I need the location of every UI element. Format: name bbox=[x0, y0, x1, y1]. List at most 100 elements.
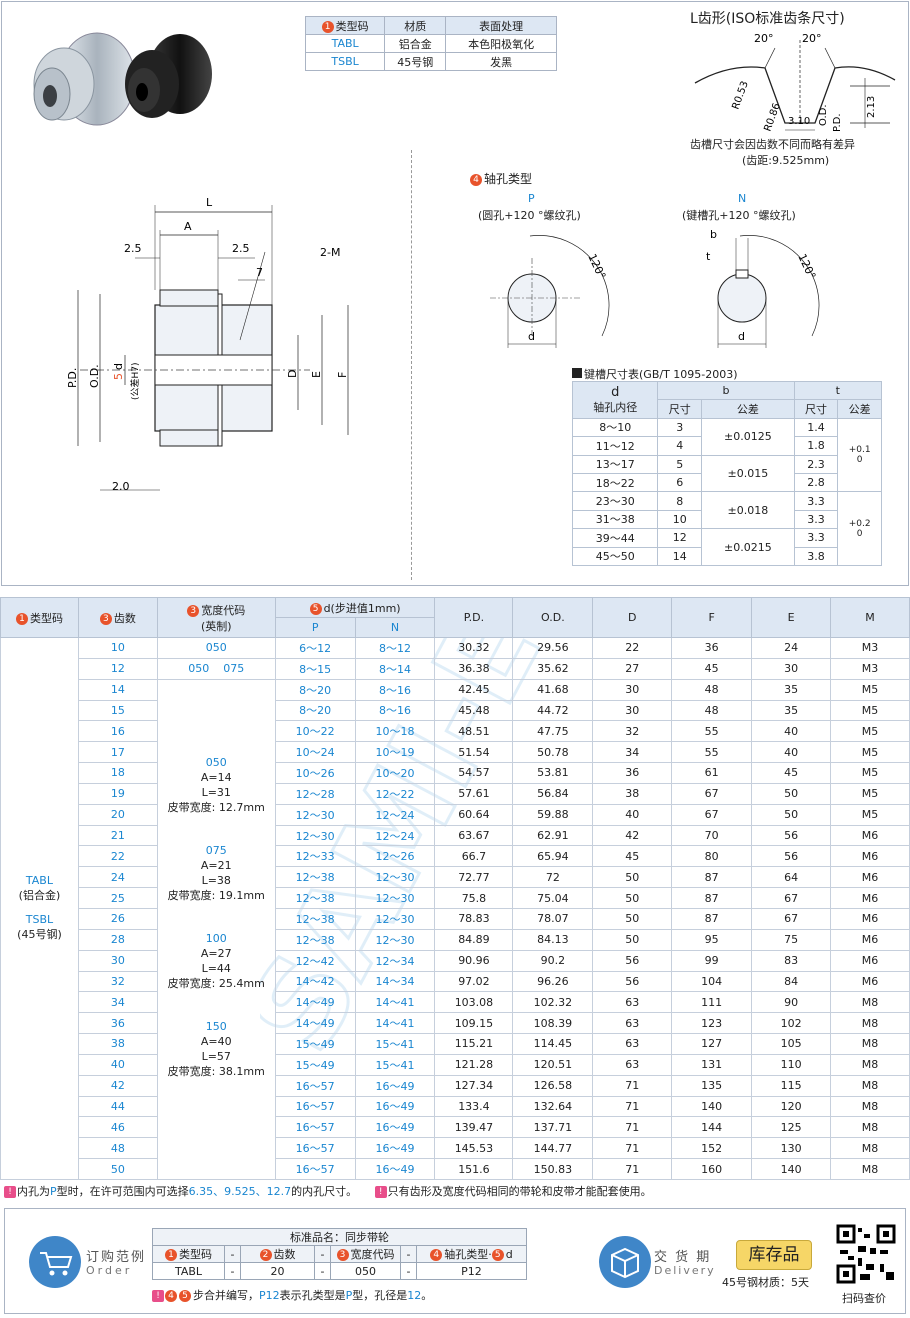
key-h-t: t bbox=[793, 380, 883, 401]
spec-cell: 84.89 bbox=[434, 928, 514, 951]
spec-cell: 127.34 bbox=[434, 1074, 514, 1097]
spec-cell: 30 bbox=[592, 699, 673, 722]
spec-cell: 71 bbox=[592, 1095, 673, 1118]
spec-cell: 8～20 bbox=[274, 699, 356, 722]
spec-cell: 10～19 bbox=[354, 741, 436, 764]
spec-cell: 12～30 bbox=[354, 866, 436, 889]
spec-cell: 63 bbox=[592, 1053, 673, 1076]
notes: !内孔为P型时，在许可范围内可选择6.35、9.525、12.7的内孔尺寸。 !… bbox=[4, 1183, 652, 1199]
key-btol: ±0.0215 bbox=[701, 528, 795, 566]
spec-cell: 150.83 bbox=[512, 1158, 594, 1180]
aluminum-pulley-photo bbox=[33, 32, 136, 126]
spec-cell: 16～57 bbox=[274, 1095, 356, 1118]
teeth-cell: 42 bbox=[77, 1074, 158, 1097]
teeth-cell: 17 bbox=[77, 741, 158, 764]
key-btol: ±0.018 bbox=[701, 491, 795, 530]
spec-cell: M8 bbox=[830, 1012, 910, 1035]
key-btol: ±0.015 bbox=[701, 454, 795, 493]
spec-cell: 40 bbox=[751, 720, 832, 743]
spec-cell: 30 bbox=[592, 678, 673, 701]
angle-label-1: 20° bbox=[754, 32, 774, 45]
spec-cell: 145.53 bbox=[434, 1137, 514, 1160]
key-d: 45～50 bbox=[571, 546, 659, 566]
order-v2: 20 bbox=[240, 1262, 315, 1280]
order-dash: - bbox=[224, 1262, 241, 1280]
spec-cell: 34 bbox=[592, 741, 673, 764]
spec-cell: 42 bbox=[592, 824, 673, 847]
spec-cell: 50 bbox=[592, 866, 673, 889]
spec-cell: 42.45 bbox=[434, 678, 514, 701]
spec-cell: 16～49 bbox=[354, 1137, 436, 1160]
teeth-cell: 50 bbox=[77, 1158, 158, 1180]
spec-cell: M6 bbox=[830, 970, 910, 993]
order-dash: - bbox=[314, 1262, 331, 1280]
spec-cell: 12～38 bbox=[274, 866, 356, 889]
spec-cell: 29.56 bbox=[512, 637, 594, 659]
bore-n-angle: 120° bbox=[795, 252, 818, 282]
key-b: 14 bbox=[657, 546, 703, 566]
bore-p-code: P bbox=[528, 192, 535, 205]
spec-cell: 108.39 bbox=[512, 1012, 594, 1035]
h-E: E bbox=[751, 597, 832, 638]
spec-cell: 63 bbox=[592, 1033, 673, 1055]
spec-cell: 14～49 bbox=[274, 991, 356, 1014]
spec-cell: 6～12 bbox=[274, 637, 356, 659]
spec-cell: M6 bbox=[830, 907, 910, 930]
mat-cell: 45号钢 bbox=[384, 52, 447, 71]
spec-cell: 139.47 bbox=[434, 1116, 514, 1139]
spec-cell: 96.26 bbox=[512, 970, 594, 993]
bore-n-code: N bbox=[738, 192, 747, 205]
key-ttol: +0.1 0 bbox=[837, 417, 882, 493]
spec-cell: 97.02 bbox=[434, 970, 514, 993]
spec-cell: 22 bbox=[592, 637, 673, 659]
key-d: 39～44 bbox=[571, 528, 659, 548]
spec-cell: 16～49 bbox=[354, 1158, 436, 1180]
spec-cell: M5 bbox=[830, 699, 910, 722]
spec-cell: 14～41 bbox=[354, 991, 436, 1014]
spec-cell: 12～30 bbox=[354, 907, 436, 930]
spec-cell: 55 bbox=[671, 720, 753, 743]
bore-n-t: t bbox=[706, 250, 711, 263]
width-group: 150 A=40 L=57 皮带宽度: 38.1mm bbox=[167, 1020, 265, 1079]
spec-cell: 56 bbox=[592, 970, 673, 993]
dim-d-tol: (公差H7) bbox=[129, 362, 141, 400]
spec-cell: 71 bbox=[592, 1137, 673, 1160]
qr-label: 扫码查价 bbox=[842, 1292, 886, 1305]
order-v1: TABL bbox=[152, 1262, 225, 1280]
order-box bbox=[4, 1208, 906, 1314]
teeth-cell: 40 bbox=[77, 1053, 158, 1076]
spec-cell: 10～22 bbox=[274, 720, 356, 743]
spec-cell: 130 bbox=[751, 1137, 832, 1160]
cart-icon bbox=[29, 1236, 81, 1288]
h-od: O.D. bbox=[512, 597, 594, 638]
order-dash: - bbox=[400, 1262, 417, 1280]
spec-cell: 41.68 bbox=[512, 678, 594, 701]
teeth-cell: 15 bbox=[77, 699, 158, 722]
spec-cell: 66.7 bbox=[434, 845, 514, 868]
spec-cell: 104 bbox=[671, 970, 753, 993]
spec-cell: M8 bbox=[830, 1095, 910, 1118]
spec-cell: 24 bbox=[751, 637, 832, 659]
spec-cell: M8 bbox=[830, 1033, 910, 1055]
h-pd: P.D. bbox=[434, 597, 514, 638]
spec-cell: 50 bbox=[751, 782, 832, 805]
qr-code-icon[interactable] bbox=[836, 1224, 896, 1284]
dim-A: A bbox=[184, 220, 192, 233]
key-t: 3.3 bbox=[793, 491, 839, 511]
spec-cell: 71 bbox=[592, 1116, 673, 1139]
delivery-box-icon bbox=[599, 1236, 651, 1288]
